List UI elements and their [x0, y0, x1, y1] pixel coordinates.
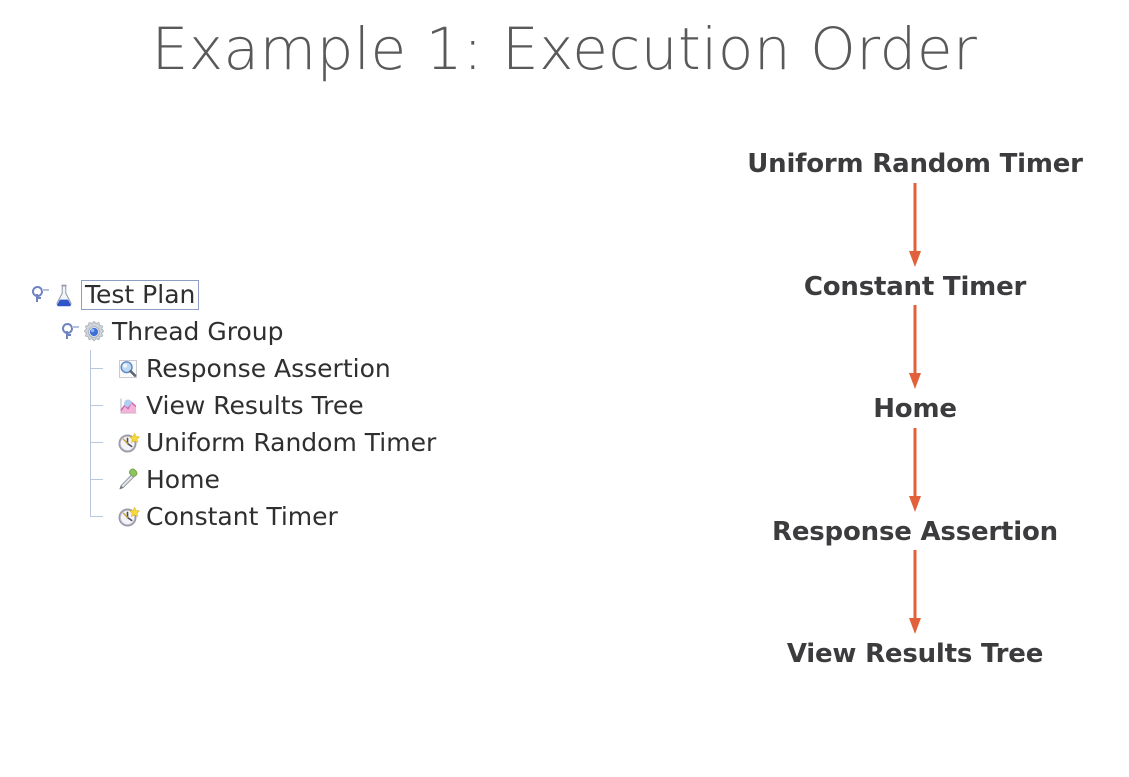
flow-arrow-down-icon [700, 301, 1129, 395]
tree-node-view-results-tree[interactable]: View Results Tree [28, 387, 548, 424]
tree-node-label: Thread Group [112, 317, 284, 346]
eyedropper-icon [114, 466, 142, 494]
flow-arrow-down-icon [700, 546, 1129, 640]
flask-icon [50, 281, 78, 309]
flow-step-home: Home [873, 394, 957, 425]
area-chart-icon [114, 392, 142, 420]
tree-node-label: Home [146, 465, 220, 494]
tree-node-label: View Results Tree [146, 391, 364, 420]
tree-node-response-assertion[interactable]: Response Assertion [28, 350, 548, 387]
clock-star-icon [114, 503, 142, 531]
tree-node-constant-timer[interactable]: Constant Timer [28, 498, 548, 535]
clock-star-icon [114, 429, 142, 457]
page-title: Example 1: Execution Order [151, 15, 978, 83]
tree-node-label: Test Plan [81, 279, 200, 310]
flow-step-uniform-random-timer: Uniform Random Timer [747, 149, 1083, 179]
tree-connector [88, 461, 114, 498]
flow-step-view-results-tree: View Results Tree [786, 639, 1044, 670]
tree-node-label: Uniform Random Timer [146, 428, 437, 457]
tree-connector [88, 498, 114, 535]
tree-connector [88, 387, 114, 424]
tree-expand-handle-thread-group[interactable] [58, 321, 80, 343]
tree-connector [88, 350, 114, 387]
tree-node-label: Constant Timer [146, 502, 338, 531]
flow-arrow-down-icon [700, 179, 1129, 273]
tree-connector [88, 424, 114, 461]
magnifier-page-icon [114, 355, 142, 383]
tree-node-thread-group[interactable]: Thread Group [28, 313, 548, 350]
flow-step-constant-timer: Constant Timer [803, 271, 1027, 302]
tree-node-label: Response Assertion [146, 354, 391, 383]
flow-arrow-down-icon [700, 424, 1129, 518]
gear-icon [80, 318, 108, 346]
jmeter-test-plan-tree[interactable]: Test Plan Thread Group [28, 276, 548, 535]
tree-node-test-plan[interactable]: Test Plan [28, 276, 548, 313]
flow-step-response-assertion: Response Assertion [772, 516, 1058, 547]
tree-expand-handle-test-plan[interactable] [28, 284, 50, 306]
execution-order-flow: Uniform Random Timer Constant Timer Home… [700, 150, 1129, 669]
tree-node-home[interactable]: Home [28, 461, 548, 498]
tree-node-uniform-random-timer[interactable]: Uniform Random Timer [28, 424, 548, 461]
